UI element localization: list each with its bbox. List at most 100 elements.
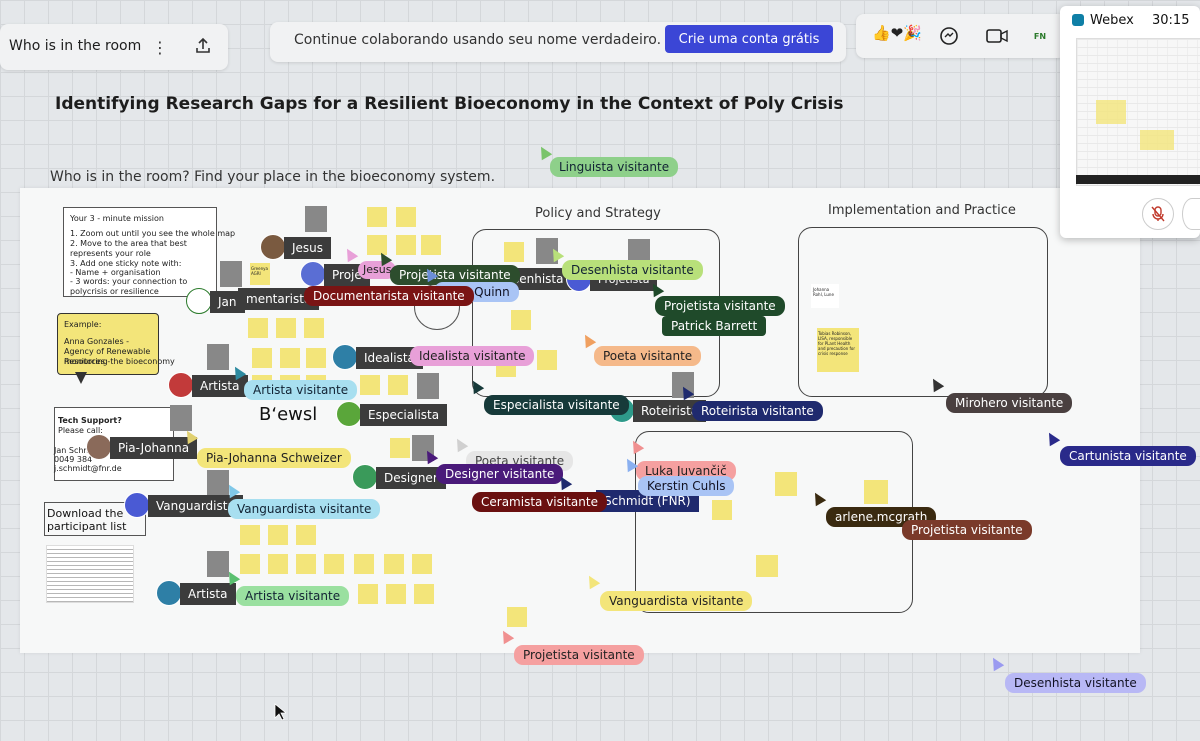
participant-name-idealista[interactable]: Idealista (356, 347, 423, 369)
participant-name-vanguardista[interactable]: Vanguardista (148, 495, 243, 517)
more-menu-icon[interactable]: ⋮ (152, 37, 168, 57)
sticky-note[interactable] (537, 350, 557, 370)
visitor-tag-idealista[interactable]: Idealista visitante (410, 346, 535, 366)
participant-name-desenhista[interactable]: senhista (505, 268, 572, 290)
avatar[interactable] (186, 288, 212, 314)
tobias-sticky-note[interactable] (817, 328, 859, 372)
share-upload-icon[interactable] (190, 34, 216, 58)
avatar[interactable] (336, 401, 362, 427)
visitor-tag-cartunista[interactable]: Cartunista visitante (1060, 446, 1196, 466)
visitor-tag-vanguardista[interactable]: Vanguardista visitante (228, 499, 381, 519)
sticky-note[interactable] (775, 472, 797, 496)
sticky-note[interactable] (296, 554, 316, 574)
participant-name-pia-johanna[interactable]: Pia-Johanna (110, 437, 198, 459)
sticky-note[interactable] (240, 525, 260, 545)
participant-name-designer[interactable]: Designer (376, 467, 446, 489)
visitor-tag-desenhista[interactable]: Desenhista visitante (562, 260, 703, 280)
avatar[interactable] (124, 492, 150, 518)
participant-list-thumbnail[interactable] (46, 545, 134, 603)
visitor-tag-patrick-barrett[interactable]: Patrick Barrett (662, 316, 767, 336)
sticky-note[interactable] (712, 500, 732, 520)
participant-name-artista[interactable]: Artista (180, 583, 236, 605)
webex-shared-screen-preview[interactable] (1076, 38, 1200, 186)
sticky-note[interactable] (504, 242, 524, 262)
org-avatar[interactable]: FN (1033, 31, 1047, 41)
mute-microphone-button[interactable] (1142, 198, 1174, 230)
sticky-note[interactable] (268, 525, 288, 545)
chat-icon[interactable] (936, 24, 962, 48)
sticky-note[interactable] (324, 554, 344, 574)
implementation-area[interactable] (798, 227, 1048, 397)
download-participant-list-box[interactable] (44, 502, 146, 536)
sticky-note[interactable] (396, 235, 416, 255)
visitor-tag-linguista[interactable]: Linguista visitante (550, 157, 679, 177)
mission-note[interactable] (63, 207, 217, 297)
example-note[interactable] (57, 313, 159, 375)
sticky-note[interactable] (390, 438, 410, 458)
visitor-tag-especialista[interactable]: Especialista visitante (484, 395, 629, 415)
webex-more-button[interactable] (1182, 198, 1200, 230)
sticky-note[interactable] (507, 607, 527, 627)
visitor-tag-projetista[interactable]: Projetista visitante (902, 520, 1032, 540)
visitor-tag-projetista[interactable]: Projetista visitante (390, 265, 520, 285)
visitor-tag-poeta[interactable]: Poeta visitante (594, 346, 702, 366)
visitor-tag-documentarista[interactable]: Documentarista visitante (304, 286, 474, 306)
visitor-tag-artista[interactable]: Artista visitante (236, 586, 350, 606)
sticky-note[interactable] (358, 584, 378, 604)
visitor-tag-vanguardista[interactable]: Vanguardista visitante (600, 591, 753, 611)
participant-name-especialista[interactable]: Especialista (360, 404, 448, 426)
sticky-note[interactable] (304, 318, 324, 338)
avatar[interactable] (352, 464, 378, 490)
participant-name-artista[interactable]: Artista (192, 375, 248, 397)
sticky-note[interactable] (367, 235, 387, 255)
sticky-note[interactable] (360, 375, 380, 395)
sticky-note[interactable] (756, 555, 778, 577)
reactions-icon[interactable]: 👍❤🎉 (872, 24, 922, 42)
sticky-note[interactable] (864, 480, 888, 504)
visitor-tag-pia-johanna-schweizer[interactable]: Pia-Johanna Schweizer (197, 448, 351, 468)
board-name[interactable]: Who is in the room (9, 38, 142, 54)
sticky-note[interactable] (268, 554, 288, 574)
download-participant-list-link[interactable]: Download the participant list (47, 507, 127, 533)
visitor-tag-desenhista[interactable]: Desenhista visitante (1005, 673, 1146, 693)
johanna-sticky-note[interactable] (811, 284, 839, 308)
sticky-note[interactable] (306, 348, 326, 368)
avatar[interactable] (156, 580, 182, 606)
sticky-note[interactable] (421, 235, 441, 255)
visitor-tag-kerstin-cuhls[interactable]: Kerstin Cuhls (638, 476, 735, 496)
visitor-tag-projetista[interactable]: Projetista visitante (655, 296, 785, 316)
participant-name-documentarista[interactable]: mentarista (238, 288, 320, 310)
sticky-note[interactable] (276, 318, 296, 338)
participant-name-jan[interactable]: Jan (210, 291, 245, 313)
avatar[interactable] (300, 261, 326, 287)
sticky-note[interactable] (240, 554, 260, 574)
visitor-tag-mirohero[interactable]: Mirohero visitante (946, 393, 1073, 413)
visitor-tag-artista[interactable]: Artista visitante (244, 380, 358, 400)
visitor-tag-roteirista[interactable]: Roteirista visitante (692, 401, 823, 421)
avatar[interactable] (168, 372, 194, 398)
participant-name-jesus[interactable]: Jesus (284, 237, 332, 259)
participant-name-roteirista[interactable]: Roteirista (633, 400, 707, 422)
visitor-tag-projetista[interactable]: Projetista visitante (514, 645, 644, 665)
sticky-note[interactable] (388, 375, 408, 395)
sticky-note[interactable] (248, 318, 268, 338)
avatar[interactable] (260, 234, 286, 260)
visitor-tag-jesus[interactable]: Jesus (358, 261, 397, 279)
sticky-note[interactable] (386, 584, 406, 604)
avatar[interactable] (86, 434, 112, 460)
greenya-sticky-note[interactable] (250, 263, 270, 285)
sticky-note[interactable] (252, 348, 272, 368)
avatar[interactable] (332, 344, 358, 370)
sticky-note[interactable] (414, 584, 434, 604)
sticky-note[interactable] (296, 525, 316, 545)
sticky-note[interactable] (511, 310, 531, 330)
sticky-note[interactable] (354, 554, 374, 574)
sticky-note[interactable] (396, 207, 416, 227)
sticky-note[interactable] (412, 554, 432, 574)
create-account-button[interactable]: Crie uma conta grátis (665, 25, 833, 53)
sticky-note[interactable] (280, 348, 300, 368)
visitor-tag-ceramista[interactable]: Ceramista visitante (472, 492, 607, 512)
sticky-note[interactable] (384, 554, 404, 574)
visitor-tag-designer[interactable]: Designer visitante (436, 464, 564, 484)
sticky-note[interactable] (367, 207, 387, 227)
